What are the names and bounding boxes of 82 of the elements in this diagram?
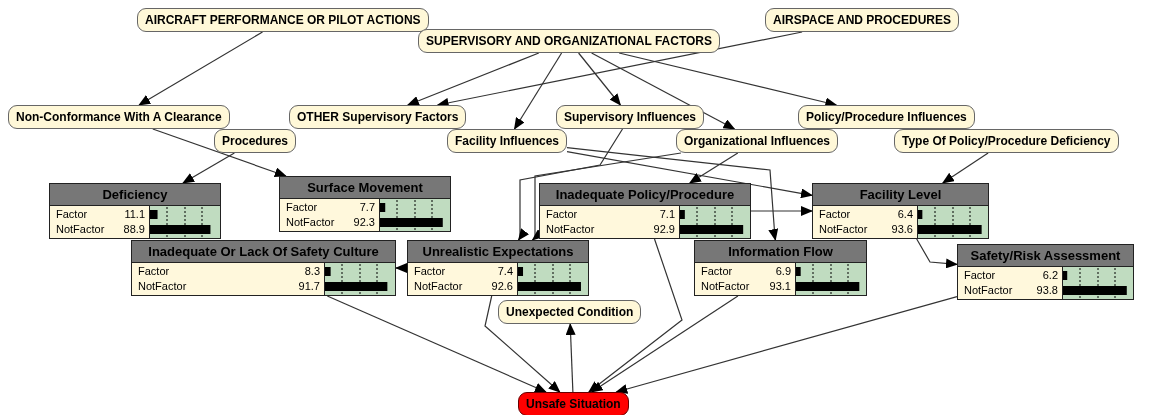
probability-value: 88.9: [123, 222, 145, 237]
node-title: Deficiency: [50, 184, 220, 206]
state-label: NotFactor: [286, 215, 335, 230]
arrow: [138, 31, 264, 106]
probability-value: 7.4: [497, 264, 513, 279]
state-label: Factor: [138, 264, 170, 279]
arrow: [566, 151, 813, 199]
probability-table: [957, 244, 1134, 300]
probability-value: 7.7: [359, 200, 375, 215]
state-label: Factor: [286, 200, 318, 215]
factor-node: Supervisory Influences: [556, 105, 705, 129]
arrow: [750, 206, 813, 216]
arrow: [688, 152, 739, 184]
probability-value: 92.6: [491, 279, 513, 294]
factor-node: Procedures: [214, 129, 297, 153]
state-label: Factor: [701, 264, 733, 279]
factor-node: AIRCRAFT PERFORMANCE OR PILOT ACTIONS: [137, 8, 429, 32]
arrow: [531, 152, 682, 241]
state-label: Factor: [56, 207, 88, 222]
arrow: [916, 238, 958, 269]
node-title: Surface Movement: [280, 177, 450, 199]
probability-value: 7.1: [659, 207, 675, 222]
state-label: NotFactor: [819, 222, 868, 237]
state-label: NotFactor: [546, 222, 595, 237]
state-label: Factor: [546, 207, 578, 222]
arrow: [578, 52, 622, 106]
arrow: [152, 128, 287, 178]
arrow: [395, 263, 408, 273]
probability-value: 6.4: [897, 207, 913, 222]
probability-table: [812, 183, 989, 239]
probability-value: 93.8: [1036, 283, 1058, 298]
node-title: Information Flow: [695, 241, 866, 263]
state-label: NotFactor: [701, 279, 750, 294]
arrow: [566, 147, 779, 241]
state-label: NotFactor: [964, 283, 1013, 298]
state-label: Factor: [819, 207, 851, 222]
factor-node: Facility Influences: [447, 129, 568, 153]
probability-table: [49, 183, 221, 239]
probability-value: 6.2: [1042, 268, 1058, 283]
probability-table: [407, 240, 589, 296]
node-title: Facility Level: [813, 184, 988, 206]
probability-table: [131, 240, 396, 296]
probability-value: 92.9: [653, 222, 675, 237]
arrow: [941, 152, 989, 184]
factor-node: OTHER Supervisory Factors: [289, 105, 467, 129]
probability-value: 6.9: [775, 264, 791, 279]
arrow: [565, 323, 576, 393]
probability-table: [539, 183, 751, 239]
arrow: [406, 52, 540, 106]
outcome-node: Unsafe Situation: [518, 392, 629, 415]
arrow: [182, 152, 235, 184]
arrow: [615, 296, 958, 394]
state-label: NotFactor: [414, 279, 463, 294]
state-label: Factor: [964, 268, 996, 283]
probability-value: 11.1: [124, 207, 145, 222]
node-title: Inadequate Or Lack Of Safety Culture: [132, 241, 395, 263]
arrow: [591, 52, 736, 130]
factor-node: Unexpected Condition: [498, 300, 642, 324]
node-title: Inadequate Policy/Procedure: [540, 184, 750, 206]
probability-value: 8.3: [304, 264, 320, 279]
arrow: [513, 52, 563, 130]
factor-node: Policy/Procedure Influences: [798, 105, 975, 129]
probability-value: 93.1: [769, 279, 791, 294]
arrow: [517, 128, 624, 241]
factor-node: AIRSPACE AND PROCEDURES: [765, 8, 960, 32]
probability-value: 91.7: [298, 279, 320, 294]
factor-node: Organizational Influences: [676, 129, 839, 153]
arrow: [588, 238, 683, 393]
state-label: Factor: [414, 264, 446, 279]
probability-value: 93.6: [891, 222, 913, 237]
node-title: Safety/Risk Assessment: [958, 245, 1133, 267]
factor-node: Type Of Policy/Procedure Deficiency: [894, 129, 1119, 153]
probability-table: [279, 176, 451, 232]
arrow: [484, 295, 561, 393]
state-label: NotFactor: [138, 279, 187, 294]
node-title: Unrealistic Expectations: [408, 241, 588, 263]
factor-node: Non-Conformance With A Clearance: [8, 105, 230, 129]
arrow: [326, 295, 547, 393]
factor-node: SUPERVISORY AND ORGANIZATIONAL FACTORS: [418, 29, 721, 53]
state-label: NotFactor: [56, 222, 105, 237]
probability-table: [694, 240, 867, 296]
probability-value: 92.3: [353, 215, 375, 230]
